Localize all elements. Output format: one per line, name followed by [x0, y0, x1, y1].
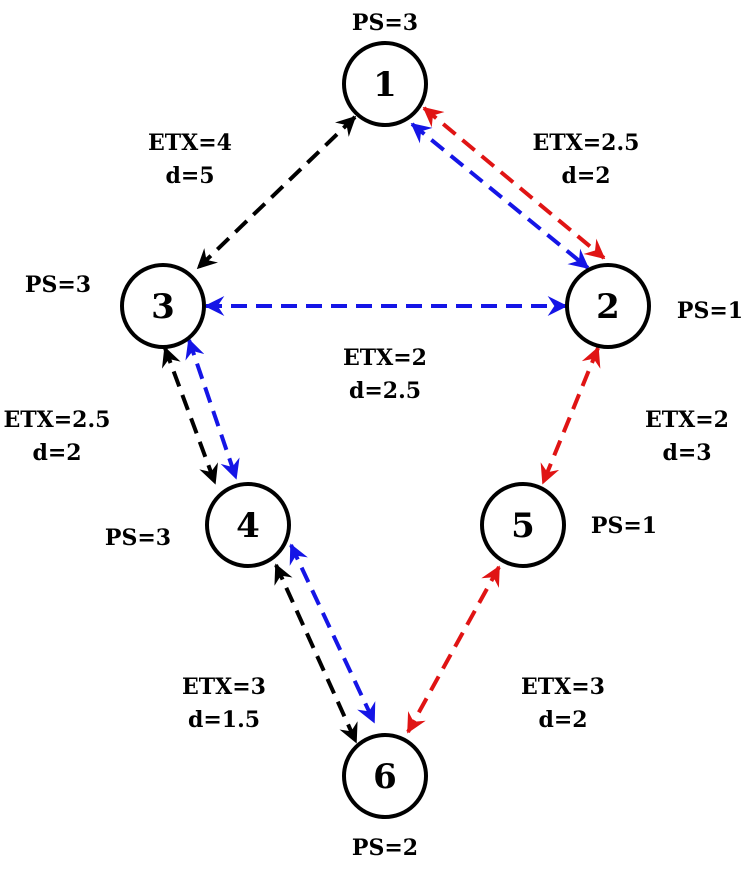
node-1: 1 — [342, 41, 428, 127]
link-3-4-etx: ETX=2.5 — [4, 407, 111, 433]
edge-3-4-black — [161, 346, 219, 485]
link-1-2-etx: ETX=2.5 — [533, 130, 640, 156]
edge-3-4-blue — [185, 338, 240, 480]
node-2: 2 — [565, 263, 651, 349]
node-5: 5 — [480, 482, 566, 568]
link-1-3-etx: ETX=4 — [148, 130, 232, 156]
node-6-ps-label: PS=2 — [352, 835, 418, 861]
edge-1-3-black — [196, 115, 357, 270]
node-6-label: 6 — [373, 757, 397, 797]
node-5-ps-label: PS=1 — [591, 513, 657, 539]
link-5-6-etx: ETX=3 — [521, 674, 605, 700]
edge-2-5-red — [540, 346, 601, 485]
edge-1-2-blue — [410, 122, 590, 270]
link-1-3-d: d=5 — [165, 163, 214, 189]
edge-5-6-red — [406, 565, 501, 734]
node-4-ps-label: PS=3 — [105, 525, 171, 551]
link-1-2-d: d=2 — [561, 163, 610, 189]
node-3-circle — [120, 263, 206, 349]
link-4-6-d: d=1.5 — [188, 707, 260, 733]
node-4-label: 4 — [236, 506, 260, 546]
link-3-4-d: d=2 — [32, 440, 81, 466]
node-6: 6 — [342, 733, 428, 819]
node-3: 3 — [120, 263, 206, 349]
node-2-label: 2 — [596, 287, 620, 327]
node-5-circle — [480, 482, 566, 568]
node-1-circle — [342, 41, 428, 127]
node-2-circle — [565, 263, 651, 349]
link-2-5-d: d=3 — [662, 440, 711, 466]
edge-4-6-black — [274, 563, 358, 744]
node-5-label: 5 — [511, 506, 535, 546]
link-4-6-etx: ETX=3 — [182, 674, 266, 700]
edge-4-6-blue — [289, 543, 376, 724]
node-4: 4 — [205, 482, 291, 568]
node-6-circle — [342, 733, 428, 819]
node-3-label: 3 — [151, 287, 175, 327]
node-1-ps-label: PS=3 — [352, 10, 418, 36]
link-3-2-d: d=2.5 — [349, 378, 421, 404]
link-3-2-etx: ETX=2 — [343, 345, 427, 371]
link-5-6-d: d=2 — [538, 707, 587, 733]
node-2-ps-label: PS=1 — [677, 298, 743, 324]
node-3-ps-label: PS=3 — [25, 272, 91, 298]
node-1-label: 1 — [373, 65, 397, 105]
link-2-5-etx: ETX=2 — [645, 407, 729, 433]
node-4-circle — [205, 482, 291, 568]
